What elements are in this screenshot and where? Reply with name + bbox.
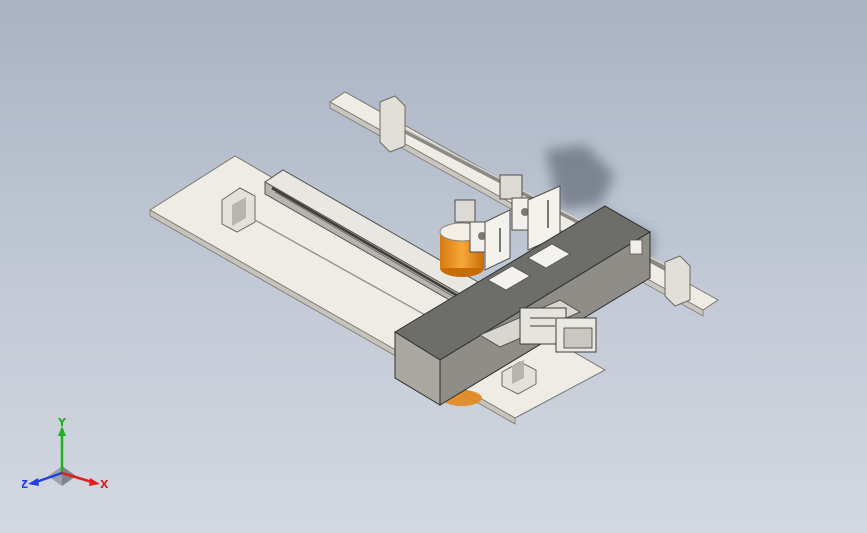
servo-module[interactable] bbox=[478, 299, 597, 353]
front-bracket[interactable] bbox=[501, 360, 537, 395]
linear-actuator[interactable] bbox=[264, 169, 479, 307]
coordinate-triad[interactable]: Y X Z bbox=[22, 418, 112, 498]
y-axis-label: Y bbox=[57, 418, 67, 429]
mount-plates[interactable] bbox=[484, 185, 561, 271]
y-axis-icon bbox=[58, 426, 66, 473]
z-axis-label: Z bbox=[22, 478, 28, 491]
z-axis-icon bbox=[28, 471, 63, 486]
x-axis-icon bbox=[61, 471, 100, 486]
x-axis-label: X bbox=[100, 478, 109, 491]
